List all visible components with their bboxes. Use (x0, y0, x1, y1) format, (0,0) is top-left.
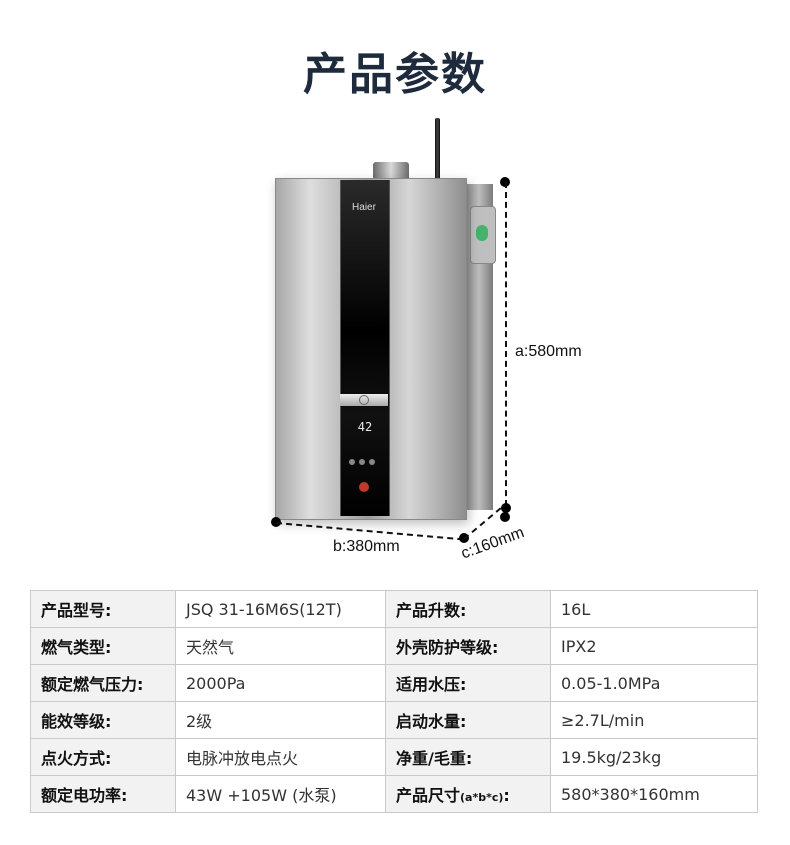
spec-label: 净重/毛重: (385, 738, 551, 776)
table-row: 产品型号: JSQ 31-16M6S(12T) 产品升数: 16L (30, 590, 758, 628)
spec-table: 产品型号: JSQ 31-16M6S(12T) 产品升数: 16L 燃气类型: … (30, 590, 758, 813)
spec-label: 产品尺寸 (396, 786, 461, 805)
height-dimension-line (505, 182, 507, 516)
spec-label: 点火方式: (30, 738, 176, 776)
spec-value: 0.05-1.0MPa (550, 664, 758, 702)
spec-value: 16L (550, 590, 758, 628)
front-glass-panel (340, 180, 390, 516)
table-row: 额定燃气压力: 2000Pa 适用水压: 0.05-1.0MPa (30, 664, 758, 702)
spec-value: 天然气 (175, 627, 386, 665)
spec-label: 额定电功率: (30, 775, 176, 813)
side-indicator-panel (470, 206, 496, 264)
spec-label: 启动水量: (385, 701, 551, 739)
spec-value: JSQ 31-16M6S(12T) (175, 590, 386, 628)
spec-value: 19.5kg/23kg (550, 738, 758, 776)
product-image: Haier 42 (0, 110, 790, 580)
width-dimension-label: b:380mm (333, 538, 400, 555)
spec-label: 适用水压: (385, 664, 551, 702)
table-row: 额定电功率: 43W +105W (水泵) 产品尺寸(a*b*c): 580*3… (30, 775, 758, 813)
spec-label: 能效等级: (30, 701, 176, 739)
spec-label: 额定燃气压力: (30, 664, 176, 702)
spec-value: 2级 (175, 701, 386, 739)
brand-logo: Haier (352, 202, 376, 213)
status-light-icon (476, 225, 488, 241)
page-title: 产品参数 (303, 49, 487, 100)
spec-value: 43W +105W (水泵) (175, 775, 386, 813)
spec-value: 2000Pa (175, 664, 386, 702)
flue-pipe (373, 162, 409, 180)
table-row: 能效等级: 2级 启动水量: ≥2.7L/min (30, 701, 758, 739)
spec-value: 电脉冲放电点火 (175, 738, 386, 776)
control-band (340, 394, 388, 406)
spec-label-colon: : (503, 786, 510, 805)
key-icon (369, 459, 375, 465)
table-row: 燃气类型: 天然气 外壳防护等级: IPX2 (30, 627, 758, 665)
touch-keys (347, 452, 383, 472)
dimension-endpoint (459, 533, 469, 543)
spec-label: 产品升数: (385, 590, 551, 628)
height-dimension-label: a:580mm (515, 343, 582, 360)
spec-value: ≥2.7L/min (550, 701, 758, 739)
key-icon (349, 459, 355, 465)
dimension-endpoint (500, 512, 510, 522)
power-button-icon (359, 482, 369, 492)
spec-value: IPX2 (550, 627, 758, 665)
dimension-endpoint (271, 517, 281, 527)
knob-icon (359, 395, 369, 405)
spec-label: 外壳防护等级: (385, 627, 551, 665)
spec-value: 580*380*160mm (550, 775, 758, 813)
spec-label: 产品型号: (30, 590, 176, 628)
temperature-display: 42 (357, 420, 373, 434)
dimension-endpoint (501, 503, 511, 513)
spec-label-suffix: (a*b*c) (460, 791, 504, 804)
spec-label-size: 产品尺寸(a*b*c): (385, 775, 551, 813)
table-row: 点火方式: 电脉冲放电点火 净重/毛重: 19.5kg/23kg (30, 738, 758, 776)
key-icon (359, 459, 365, 465)
spec-label: 燃气类型: (30, 627, 176, 665)
